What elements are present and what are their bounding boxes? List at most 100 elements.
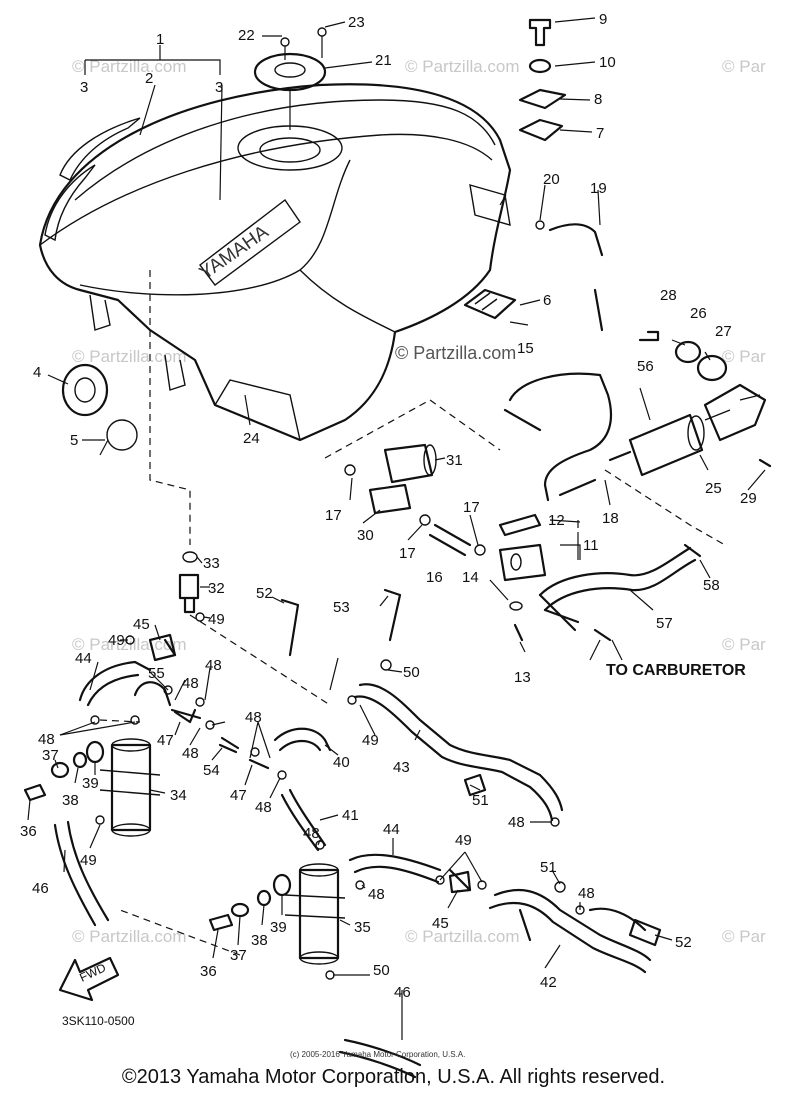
part-number: 40: [333, 754, 350, 771]
part-number: 56: [637, 358, 654, 375]
assembly-line: [604, 469, 726, 546]
part-number: 49: [80, 852, 97, 869]
part-number: 7: [596, 125, 604, 142]
part-number: 17: [463, 499, 480, 516]
part-number: 5: [70, 432, 78, 449]
watermark: © Partzilla.com: [405, 57, 520, 76]
part-number: 18: [602, 510, 619, 527]
watermark: © Par: [722, 635, 766, 654]
part-number: 47: [157, 732, 174, 749]
part-number: 25: [705, 480, 722, 497]
part-number: 52: [256, 585, 273, 602]
tank-left-parts: [61, 363, 138, 456]
assembly-line: [149, 270, 191, 545]
part-numbers: 1 2 3 3 4 5 6 7 8 9 10 11 12 13 14 15 16…: [20, 11, 757, 1001]
part-number: 19: [590, 180, 607, 197]
watermarks: © Partzilla.com © Partzilla.com © Par © …: [72, 57, 766, 946]
fuel-cock-assembly: [344, 443, 702, 642]
evap-hoses: [53, 638, 662, 1079]
part-number: 2: [145, 70, 153, 87]
part-number: 37: [42, 747, 59, 764]
part-number: 43: [393, 759, 410, 776]
part-number: 51: [472, 792, 489, 809]
assembly-line: [119, 909, 241, 956]
watermark: © Par: [722, 57, 766, 76]
part-number: 44: [383, 821, 400, 838]
part-number: 50: [403, 664, 420, 681]
part-number: 10: [599, 54, 616, 71]
part-number: 47: [230, 787, 247, 804]
part-number: 49: [362, 732, 379, 749]
tank-cap: [253, 27, 327, 130]
part-number: 39: [270, 919, 287, 936]
part-number: 31: [446, 452, 463, 469]
part-number: 36: [200, 963, 217, 980]
to-carburetor-callout: TO CARBURETOR: [606, 639, 746, 679]
part-number: 48: [38, 731, 55, 748]
part-number: 36: [20, 823, 37, 840]
part-number: 41: [342, 807, 359, 824]
part-number: 48: [182, 745, 199, 762]
part-number: 16: [426, 569, 443, 586]
part-number: 42: [540, 974, 557, 991]
part-number: 4: [33, 364, 41, 381]
fuel-pump: [503, 330, 772, 502]
part-number: 3: [215, 79, 223, 96]
part-number: 9: [599, 11, 607, 28]
assembly-line: [99, 719, 141, 723]
part-number: 37: [230, 947, 247, 964]
watermark: © Partzilla.com: [72, 927, 187, 946]
part-number: 30: [357, 527, 374, 544]
part-number: 48: [182, 675, 199, 692]
part-number: 13: [514, 669, 531, 686]
watermark: © Par: [722, 347, 766, 366]
part-number: 35: [354, 919, 371, 936]
part-number: 48: [508, 814, 525, 831]
part-number: 39: [82, 775, 99, 792]
part-number: 48: [245, 709, 262, 726]
part-number: 49: [455, 832, 472, 849]
part-number: 20: [543, 171, 560, 188]
assembly-line: [189, 614, 331, 706]
part-number: 8: [594, 91, 602, 108]
part-number: 38: [251, 932, 268, 949]
part-number: 12: [548, 512, 565, 529]
part-number: 55: [148, 665, 165, 682]
fuel-tank: YAMAHA: [38, 83, 512, 442]
part-number: 44: [75, 650, 92, 667]
part-number: 48: [255, 799, 272, 816]
part-number: 54: [203, 762, 220, 779]
diagram-code: 3SK110-0500: [62, 1014, 135, 1028]
part-number: 22: [238, 27, 255, 44]
part-number: 11: [583, 537, 599, 554]
part-number: 48: [578, 885, 595, 902]
part-number: 58: [703, 577, 720, 594]
tank-logo: YAMAHA: [196, 221, 273, 284]
part-number: 48: [368, 886, 385, 903]
center-watermark: © Partzilla.com: [395, 343, 516, 363]
part-number: 45: [432, 915, 449, 932]
part-number: 1: [156, 31, 164, 48]
part-number: 23: [348, 14, 365, 31]
part-number: 50: [373, 962, 390, 979]
part-number: 48: [205, 657, 222, 674]
part-number: 51: [540, 859, 557, 876]
part-number: 17: [399, 545, 416, 562]
top-right-hardware: [463, 18, 604, 332]
part-number: 27: [715, 323, 732, 340]
watermark: © Partzilla.com: [72, 347, 187, 366]
watermark: © Par: [722, 927, 766, 946]
part-number: 38: [62, 792, 79, 809]
to-carburetor-label: TO CARBURETOR: [606, 662, 746, 679]
part-number: 57: [656, 615, 673, 632]
part-number: 17: [325, 507, 342, 524]
clamps: [280, 588, 402, 657]
part-number: 49: [108, 632, 125, 649]
part-number: 26: [690, 305, 707, 322]
copyright-footer: ©2013 Yamaha Motor Corporation, U.S.A. A…: [121, 1066, 666, 1088]
part-number: 3: [80, 79, 88, 96]
watermark: © Partzilla.com: [405, 927, 520, 946]
part-number: 46: [32, 880, 49, 897]
part-number: 48: [303, 825, 320, 842]
